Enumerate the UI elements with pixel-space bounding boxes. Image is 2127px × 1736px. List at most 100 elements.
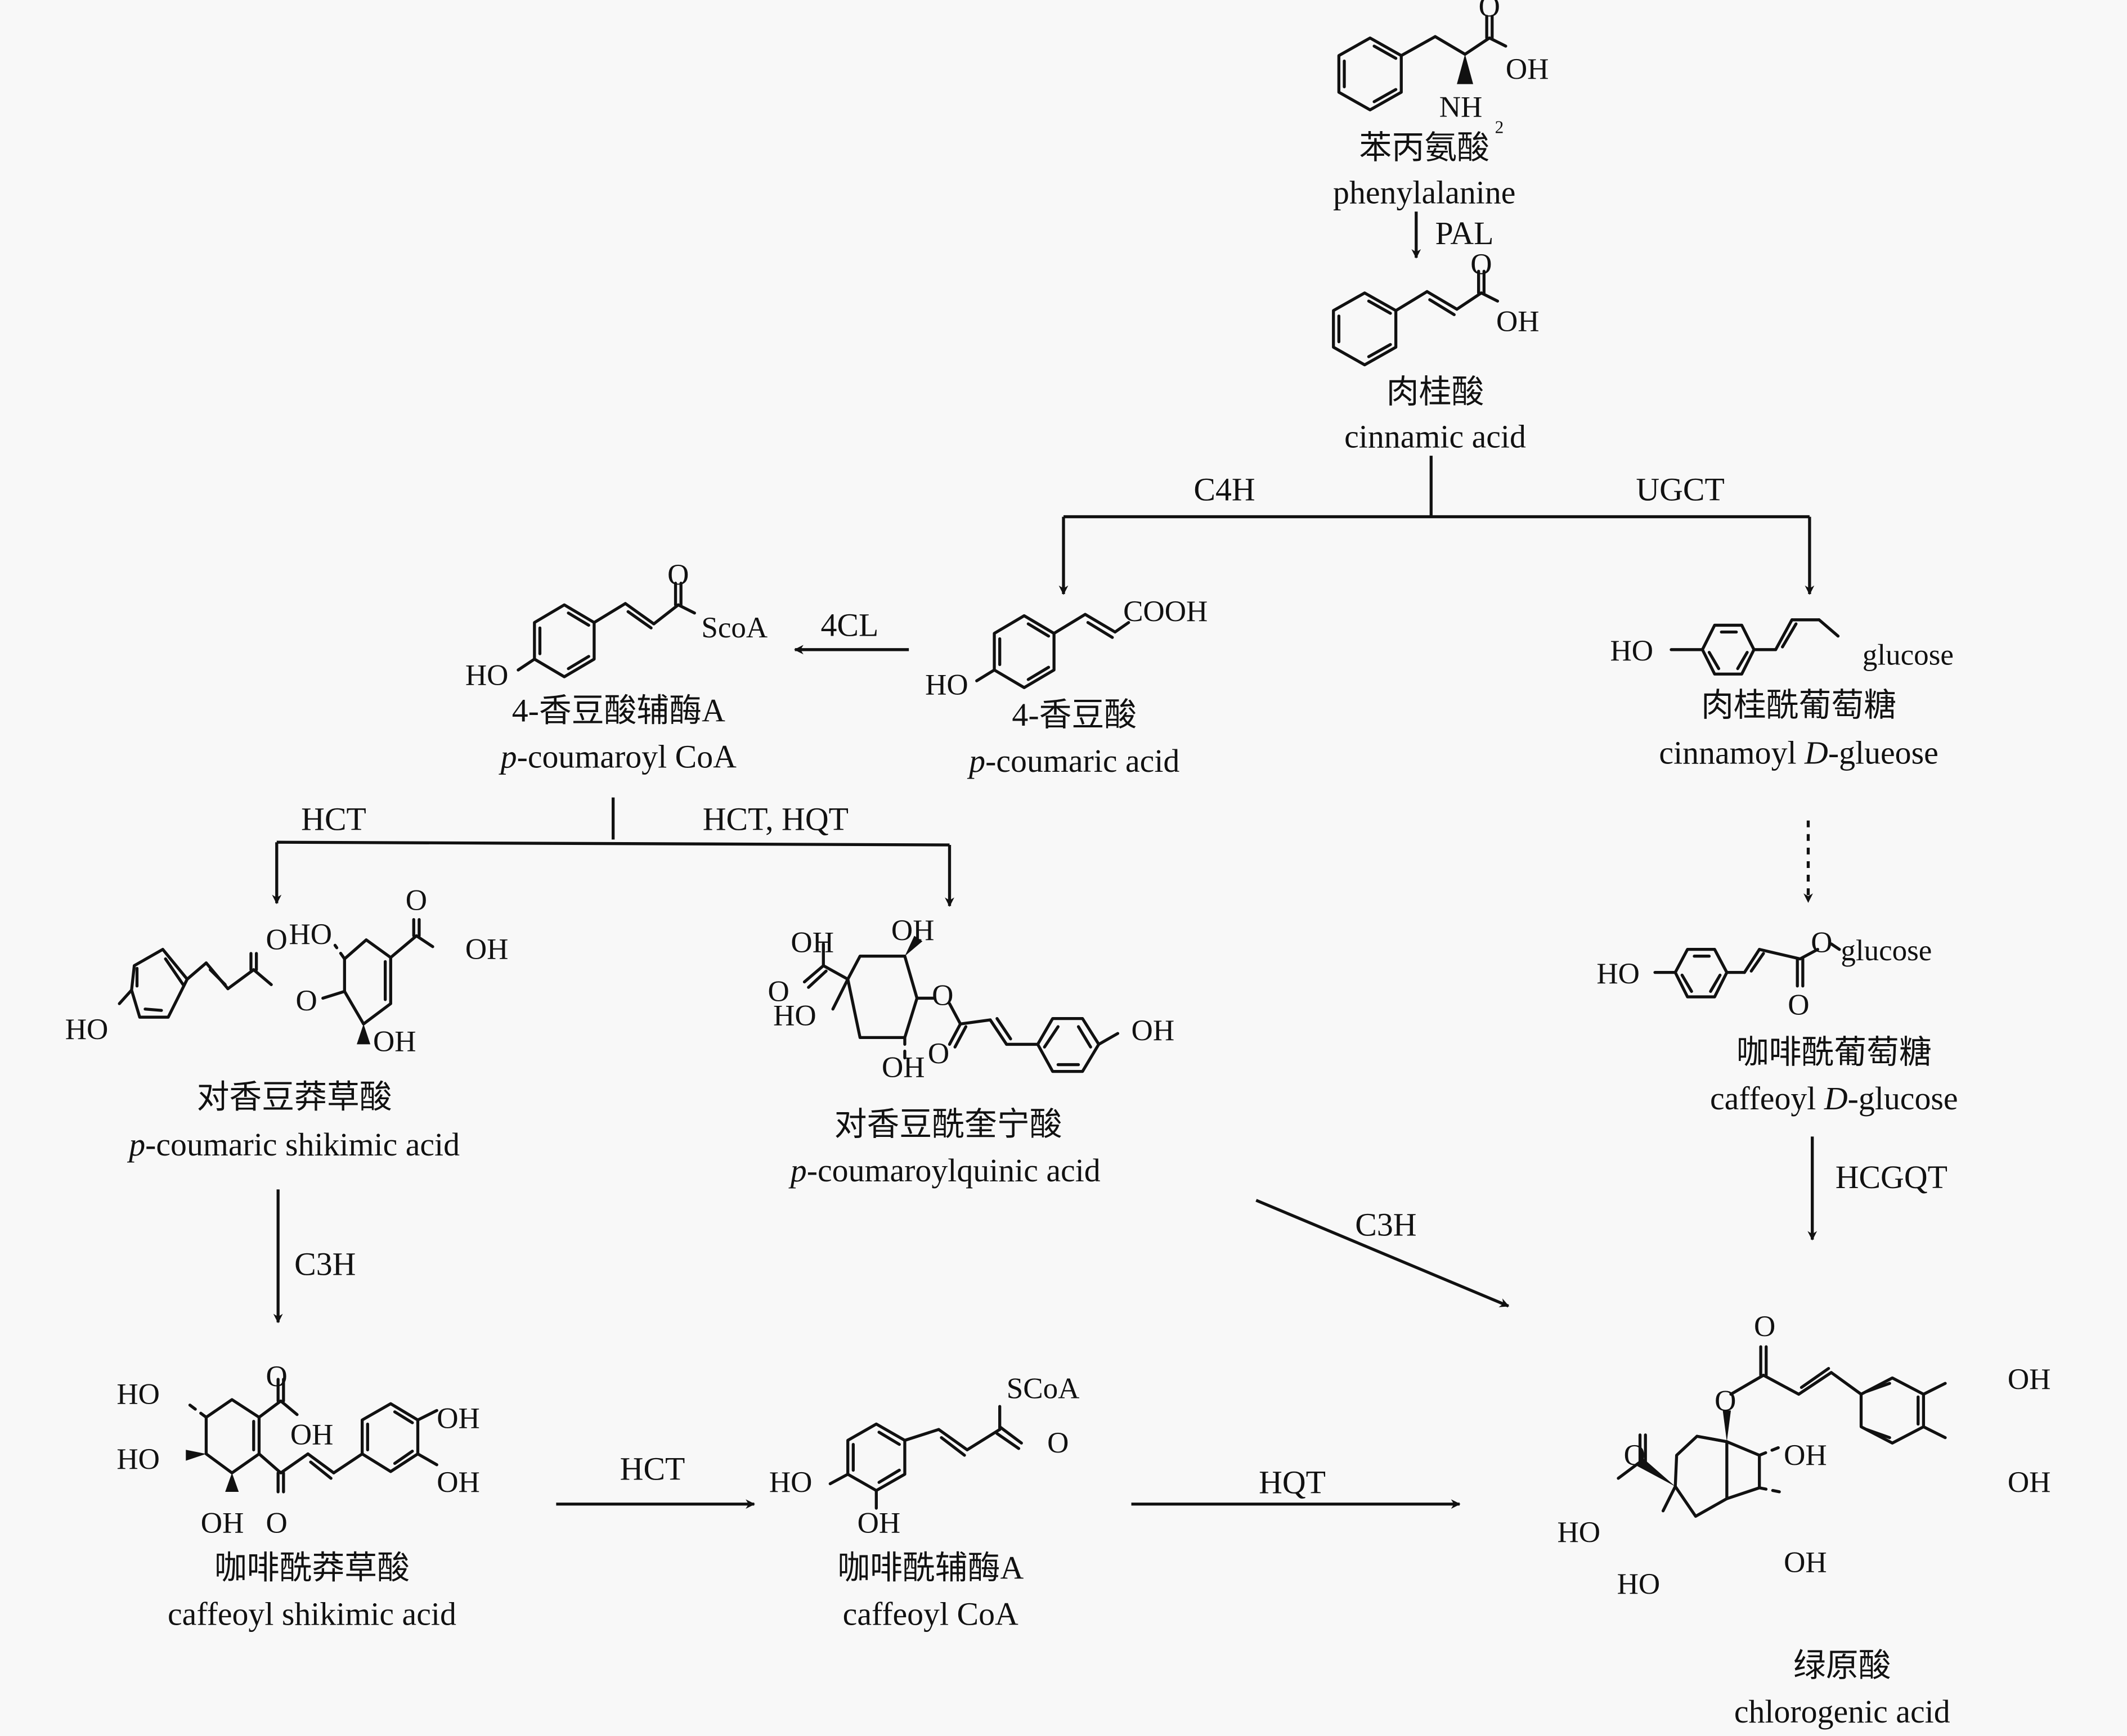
compound-name-en: caffeoyl shikimic acid bbox=[168, 1595, 456, 1632]
atom-label: glucose bbox=[1863, 638, 1954, 671]
atom-label: HO bbox=[465, 659, 509, 692]
atom-label: O bbox=[768, 975, 789, 1008]
structure-p-coumaroylquinic-acid bbox=[802, 936, 1120, 1073]
branch-hct-hqt bbox=[272, 797, 954, 907]
compound-name-zh: 对香豆酰奎宁酸 bbox=[834, 1106, 1062, 1143]
structure-caffeoyl-d-glucose bbox=[1653, 942, 1841, 999]
atom-label: O bbox=[928, 1037, 949, 1070]
atom-label: OH bbox=[290, 1419, 334, 1451]
atom-label: HO bbox=[116, 1443, 160, 1476]
atom-label: OH bbox=[1132, 1014, 1175, 1047]
atom-label: O bbox=[1754, 1310, 1775, 1343]
compound-name-en: cinnamic acid bbox=[1344, 419, 1526, 455]
atom-label: HO bbox=[769, 1466, 813, 1499]
compound-name-en: chlorogenic acid bbox=[1734, 1693, 1950, 1730]
compound-name-zh: 4-香豆酸 bbox=[1012, 696, 1137, 733]
atom-label: O bbox=[296, 984, 317, 1017]
compound-name-zh: 苯丙氨酸 bbox=[1359, 129, 1489, 166]
structure-p-coumaric-shikimic-acid bbox=[118, 918, 434, 1045]
compound-name-en: cinnamoyl D-glueose bbox=[1659, 734, 1938, 771]
atom-label: O bbox=[1047, 1427, 1069, 1459]
enzyme-label-c3h-left: C3H bbox=[294, 1245, 356, 1282]
atom-subscript: 2 bbox=[1495, 117, 1504, 137]
enzyme-label-hct-bottom: HCT bbox=[620, 1450, 685, 1487]
atom-label: OH bbox=[791, 926, 834, 959]
atom-label: O bbox=[1811, 926, 1832, 959]
atom-label: OH bbox=[201, 1506, 244, 1539]
structure-caffeoyl-shikimic-acid bbox=[186, 1378, 438, 1494]
atom-label: O bbox=[1715, 1384, 1736, 1417]
enzyme-label-hct-hqt: HCT, HQT bbox=[703, 800, 849, 837]
atom-label: NH bbox=[1439, 91, 1483, 123]
compound-name-en: p-coumaroylquinic acid bbox=[788, 1152, 1101, 1189]
compound-caffeoyl-shikimic-acid: HO O OH HO OH O OH OH 咖啡酰莽草酸 caffeoyl sh… bbox=[116, 1360, 480, 1632]
structure-p-coumaric-acid bbox=[975, 613, 1130, 689]
atom-label: SCoA bbox=[1007, 1373, 1080, 1405]
compound-p-coumaric-acid: COOH HO 4-香豆酸 p-coumaric acid bbox=[925, 595, 1208, 779]
atom-label: OH bbox=[1496, 305, 1540, 338]
atom-label: OH bbox=[2008, 1466, 2051, 1499]
compound-phenylalanine: O OH NH 2 苯丙氨酸 phenylalanine bbox=[1333, 0, 1549, 211]
structure-cinnamoyl-d-glucose bbox=[1670, 618, 1840, 676]
branch-c4h-ugct bbox=[1058, 456, 1815, 595]
compound-cinnamoyl-d-glucose: HO glucose 肉桂酰葡萄糖 cinnamoyl D-glueose bbox=[1610, 618, 1954, 771]
atom-label: HO bbox=[116, 1378, 160, 1410]
name-rest: -glueose bbox=[1828, 734, 1938, 771]
compound-name-zh: 对香豆莽草酸 bbox=[197, 1079, 392, 1116]
name-rest: -coumaroyl CoA bbox=[517, 739, 737, 775]
enzyme-label-hct: HCT bbox=[301, 800, 366, 837]
atom-label: COOH bbox=[1123, 595, 1208, 628]
atom-label: HO bbox=[1610, 635, 1654, 667]
compound-name-zh: 4-香豆酸辅酶A bbox=[512, 692, 725, 729]
compound-chlorogenic-acid: O O OH OH O OH HO OH HO 绿原酸 chlorogenic … bbox=[1558, 1310, 2051, 1730]
enzyme-label-ugct: UGCT bbox=[1636, 471, 1724, 508]
italic-prefix: p bbox=[967, 743, 985, 779]
atom-label: HO bbox=[1617, 1568, 1661, 1600]
compound-name-zh: 咖啡酰辅酶A bbox=[837, 1549, 1024, 1586]
name-rest: -glucose bbox=[1848, 1080, 1958, 1117]
name-pre: caffeoyl bbox=[1710, 1080, 1824, 1117]
enzyme-label-c4h: C4H bbox=[1193, 471, 1255, 508]
atom-label: HO bbox=[1558, 1516, 1601, 1549]
compound-name-en: caffeoyl CoA bbox=[843, 1595, 1018, 1632]
atom-label: ScoA bbox=[701, 611, 768, 644]
atom-label: O bbox=[1479, 0, 1500, 23]
atom-label: HO bbox=[1596, 957, 1640, 990]
atom-label: OH bbox=[373, 1025, 416, 1058]
italic-prefix: p bbox=[788, 1152, 807, 1189]
compound-cinnamic-acid: O OH 肉桂酸 cinnamic acid bbox=[1332, 248, 1540, 455]
compound-caffeoyl-coa: SCoA O HO OH 咖啡酰辅酶A caffeoyl CoA bbox=[769, 1373, 1080, 1632]
compound-name-zh: 肉桂酸 bbox=[1386, 374, 1484, 410]
enzyme-label-pal: PAL bbox=[1435, 215, 1494, 251]
structure-chlorogenic-acid bbox=[1617, 1345, 1947, 1518]
compound-name-en: p-coumaroyl CoA bbox=[499, 739, 737, 775]
atom-label: OH bbox=[1784, 1546, 1827, 1578]
structure-caffeoyl-coa bbox=[828, 1405, 1023, 1510]
atom-label: OH bbox=[1506, 53, 1549, 86]
atom-label: HO bbox=[925, 668, 968, 701]
atom-label: OH bbox=[2008, 1363, 2051, 1396]
name-rest: -coumaric acid bbox=[985, 743, 1179, 779]
atom-label: OH bbox=[437, 1402, 480, 1435]
name-rest: -coumaroylquinic acid bbox=[807, 1152, 1101, 1189]
atom-label: glucose bbox=[1841, 934, 1932, 967]
compound-name-zh: 咖啡酰莽草酸 bbox=[214, 1549, 410, 1586]
atom-label: OH bbox=[882, 1051, 925, 1083]
atom-label: OH bbox=[1784, 1439, 1827, 1472]
atom-label: O bbox=[1624, 1439, 1645, 1472]
atom-label: O bbox=[1788, 988, 1809, 1021]
atom-label: HO bbox=[773, 1000, 816, 1032]
italic-prefix: p bbox=[127, 1126, 145, 1163]
compound-p-coumaric-shikimic-acid: O O HO OH O HO OH 对香豆莽草酸 p-coumaric shik… bbox=[65, 884, 509, 1163]
structure-phenylalanine bbox=[1337, 15, 1507, 111]
atom-label: OH bbox=[465, 933, 509, 966]
name-pre: cinnamoyl bbox=[1659, 734, 1805, 771]
compound-name-zh: 咖啡酰葡萄糖 bbox=[1736, 1034, 1932, 1071]
atom-label: O bbox=[667, 559, 689, 591]
compound-name-en: p-coumaric acid bbox=[967, 743, 1179, 779]
structure-cinnamic-acid bbox=[1332, 269, 1500, 367]
atom-label: O bbox=[266, 1360, 288, 1393]
enzyme-label-hqt-bottom: HQT bbox=[1259, 1464, 1326, 1500]
italic-d: D bbox=[1804, 734, 1828, 771]
